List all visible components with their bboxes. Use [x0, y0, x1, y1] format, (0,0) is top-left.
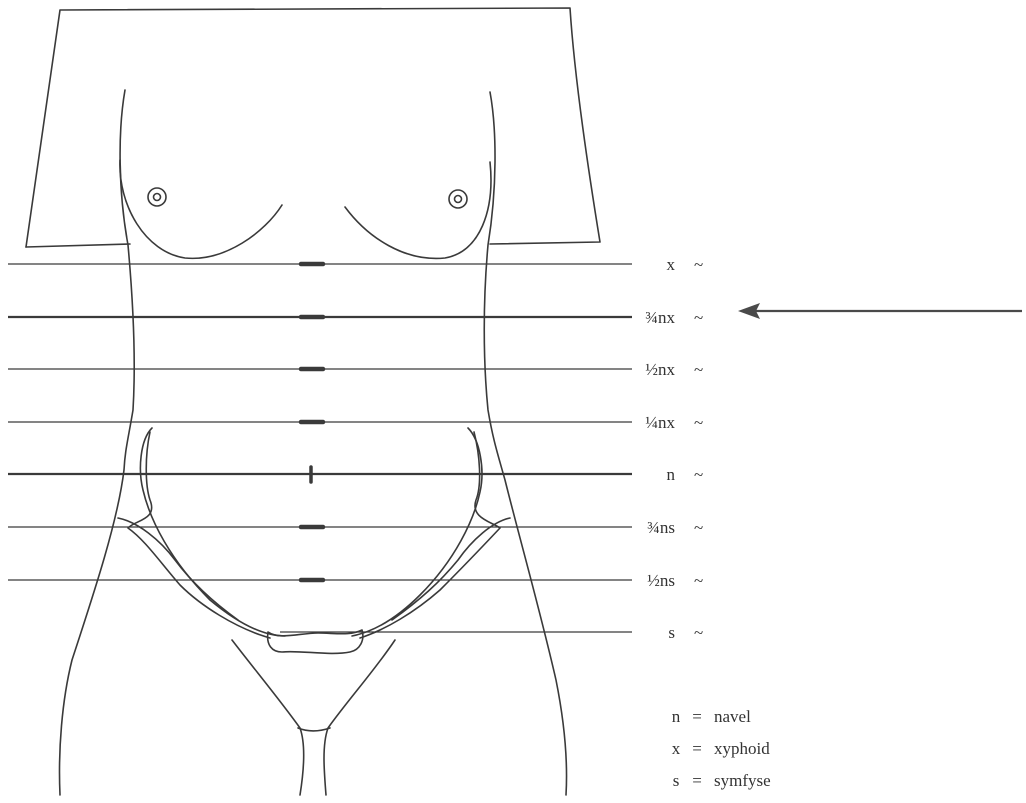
- level-label-quarter-nx: ¼nx: [645, 413, 675, 432]
- legend-meaning: symfyse: [714, 771, 771, 790]
- legend-meaning: xyphoid: [714, 739, 770, 758]
- level-sign-s: ~: [694, 623, 703, 642]
- level-sign-quarter-nx: ~: [694, 413, 703, 432]
- right-nipple-areola: [449, 190, 467, 208]
- left-iliac-crest: [140, 428, 285, 636]
- legend-symbol: s: [673, 771, 680, 790]
- level-n: n~: [8, 465, 703, 484]
- left-nipple: [154, 194, 161, 201]
- legend: n = navel x = xyphoid s = symfyse: [672, 707, 771, 790]
- level-quarter-nx: ¼nx ~: [8, 413, 703, 432]
- level-sign-three-quarter-ns: ~: [694, 518, 703, 537]
- left-nipple-areola: [148, 188, 166, 206]
- arrow-pointer: [738, 303, 1022, 319]
- left-inguinal-inner: [118, 518, 238, 620]
- legend-symbol: n: [672, 707, 681, 726]
- legend-symbol: x: [672, 739, 681, 758]
- legend-item-symfyse: s = symfyse: [673, 771, 771, 790]
- right-nipple: [455, 196, 462, 203]
- level-sign-half-ns: ~: [694, 571, 703, 590]
- right-iliac-crest: [352, 428, 482, 636]
- level-sign-x: ~: [694, 255, 703, 274]
- left-torso-contour: [60, 90, 135, 795]
- level-s: s~: [280, 623, 703, 642]
- right-torso-contour: [484, 92, 566, 795]
- level-half-nx: ½nx ~: [8, 360, 703, 379]
- level-label-n: n: [667, 465, 676, 484]
- level-sign-half-nx: ~: [694, 360, 703, 379]
- right-groin: [324, 640, 395, 795]
- level-label-three-quarter-ns: ¾ns: [647, 518, 675, 537]
- level-label-three-quarter-nx: ¾nx: [645, 308, 675, 327]
- right-breast: [345, 162, 491, 258]
- level-label-x: x: [667, 255, 676, 274]
- legend-item-xyphoid: x = xyphoid: [672, 739, 770, 758]
- symphysis-region: [268, 630, 363, 653]
- left-inguinal-strip: [128, 432, 270, 638]
- garment-frame-left-end: [26, 244, 130, 247]
- level-three-quarter-nx: ¾nx ~: [8, 308, 703, 327]
- level-lines: x~¾nx~½nx~¼nx~n~¾ns~½ns~s~: [8, 255, 703, 642]
- crotch-line: [298, 728, 330, 731]
- garment-frame: [26, 8, 600, 247]
- level-label-s: s: [668, 623, 675, 642]
- level-half-ns: ½ns ~: [8, 571, 703, 590]
- legend-meaning: navel: [714, 707, 751, 726]
- level-label-half-ns: ½ns: [647, 571, 675, 590]
- left-breast: [120, 160, 282, 258]
- level-three-quarter-ns: ¾ns ~: [8, 518, 703, 537]
- legend-equals: =: [692, 707, 702, 726]
- torso-outline: [26, 8, 600, 795]
- legend-equals: =: [692, 771, 702, 790]
- left-groin: [232, 640, 304, 795]
- level-sign-n: ~: [694, 465, 703, 484]
- level-label-half-nx: ½nx: [645, 360, 675, 379]
- legend-equals: =: [692, 739, 702, 758]
- legend-item-navel: n = navel: [672, 707, 751, 726]
- level-x: x~: [8, 255, 703, 274]
- level-sign-three-quarter-nx: ~: [694, 308, 703, 327]
